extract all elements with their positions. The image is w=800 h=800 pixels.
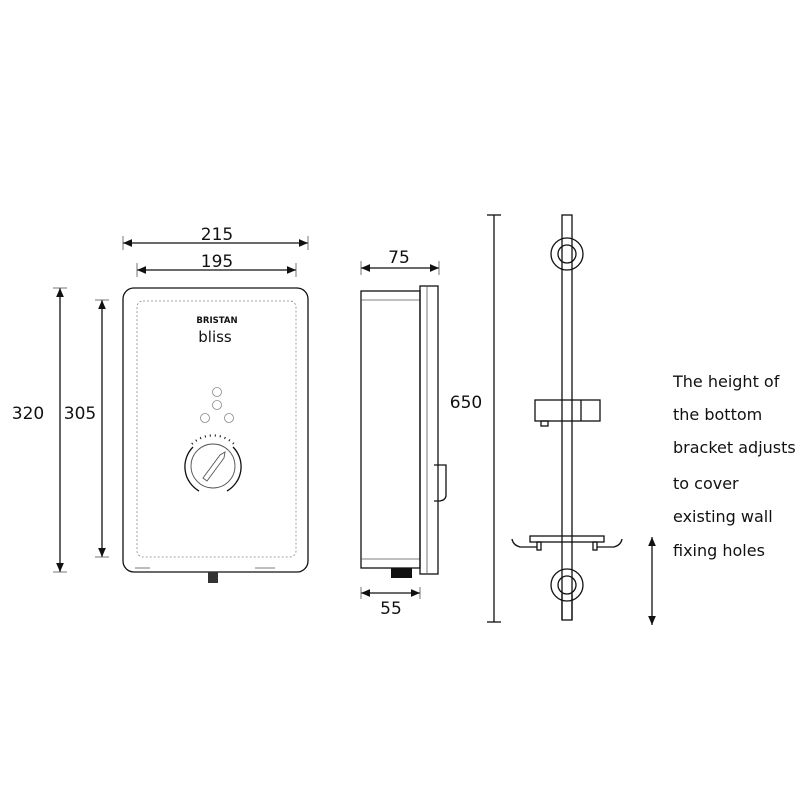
bottom-wall-bracket (550, 568, 584, 620)
front-view: 215 195 320 305 BRISTAN bliss (12, 225, 309, 583)
soap-dish (511, 535, 623, 551)
riser-rail-view: 650 (450, 214, 656, 625)
top-wall-bracket (550, 237, 584, 271)
front-inner-panel (136, 300, 297, 558)
brand-logo: BRISTAN (196, 316, 237, 326)
dim-label-55: 55 (380, 599, 402, 619)
note-line: to cover (673, 474, 739, 493)
dim-label-650: 650 (450, 393, 482, 413)
dim-label-75: 75 (388, 248, 410, 268)
dial-pointer (202, 451, 226, 482)
rail-bar (561, 214, 573, 621)
note-line: bracket adjusts (673, 438, 796, 457)
temperature-dial (184, 434, 242, 492)
dim-label-320: 320 (12, 404, 44, 424)
side-view: 75 55 (360, 248, 447, 619)
note-line: existing wall (673, 507, 773, 526)
dial-side (434, 464, 447, 502)
water-inlet-connector (208, 572, 218, 583)
model-name: bliss (198, 328, 232, 346)
note-line: the bottom (673, 405, 762, 424)
bracket-note: The height of the bottom bracket adjusts… (672, 372, 796, 560)
dim-label-195: 195 (201, 252, 233, 272)
note-line: fixing holes (673, 541, 765, 560)
unit-side-body (360, 290, 421, 569)
note-line: The height of (672, 372, 780, 391)
handset-holder (534, 399, 601, 427)
unit-front-cover-side (419, 285, 439, 575)
dim-label-305: 305 (64, 404, 96, 424)
dim-label-215: 215 (201, 225, 233, 245)
indicator-lights (200, 387, 234, 423)
side-connector (391, 568, 412, 578)
